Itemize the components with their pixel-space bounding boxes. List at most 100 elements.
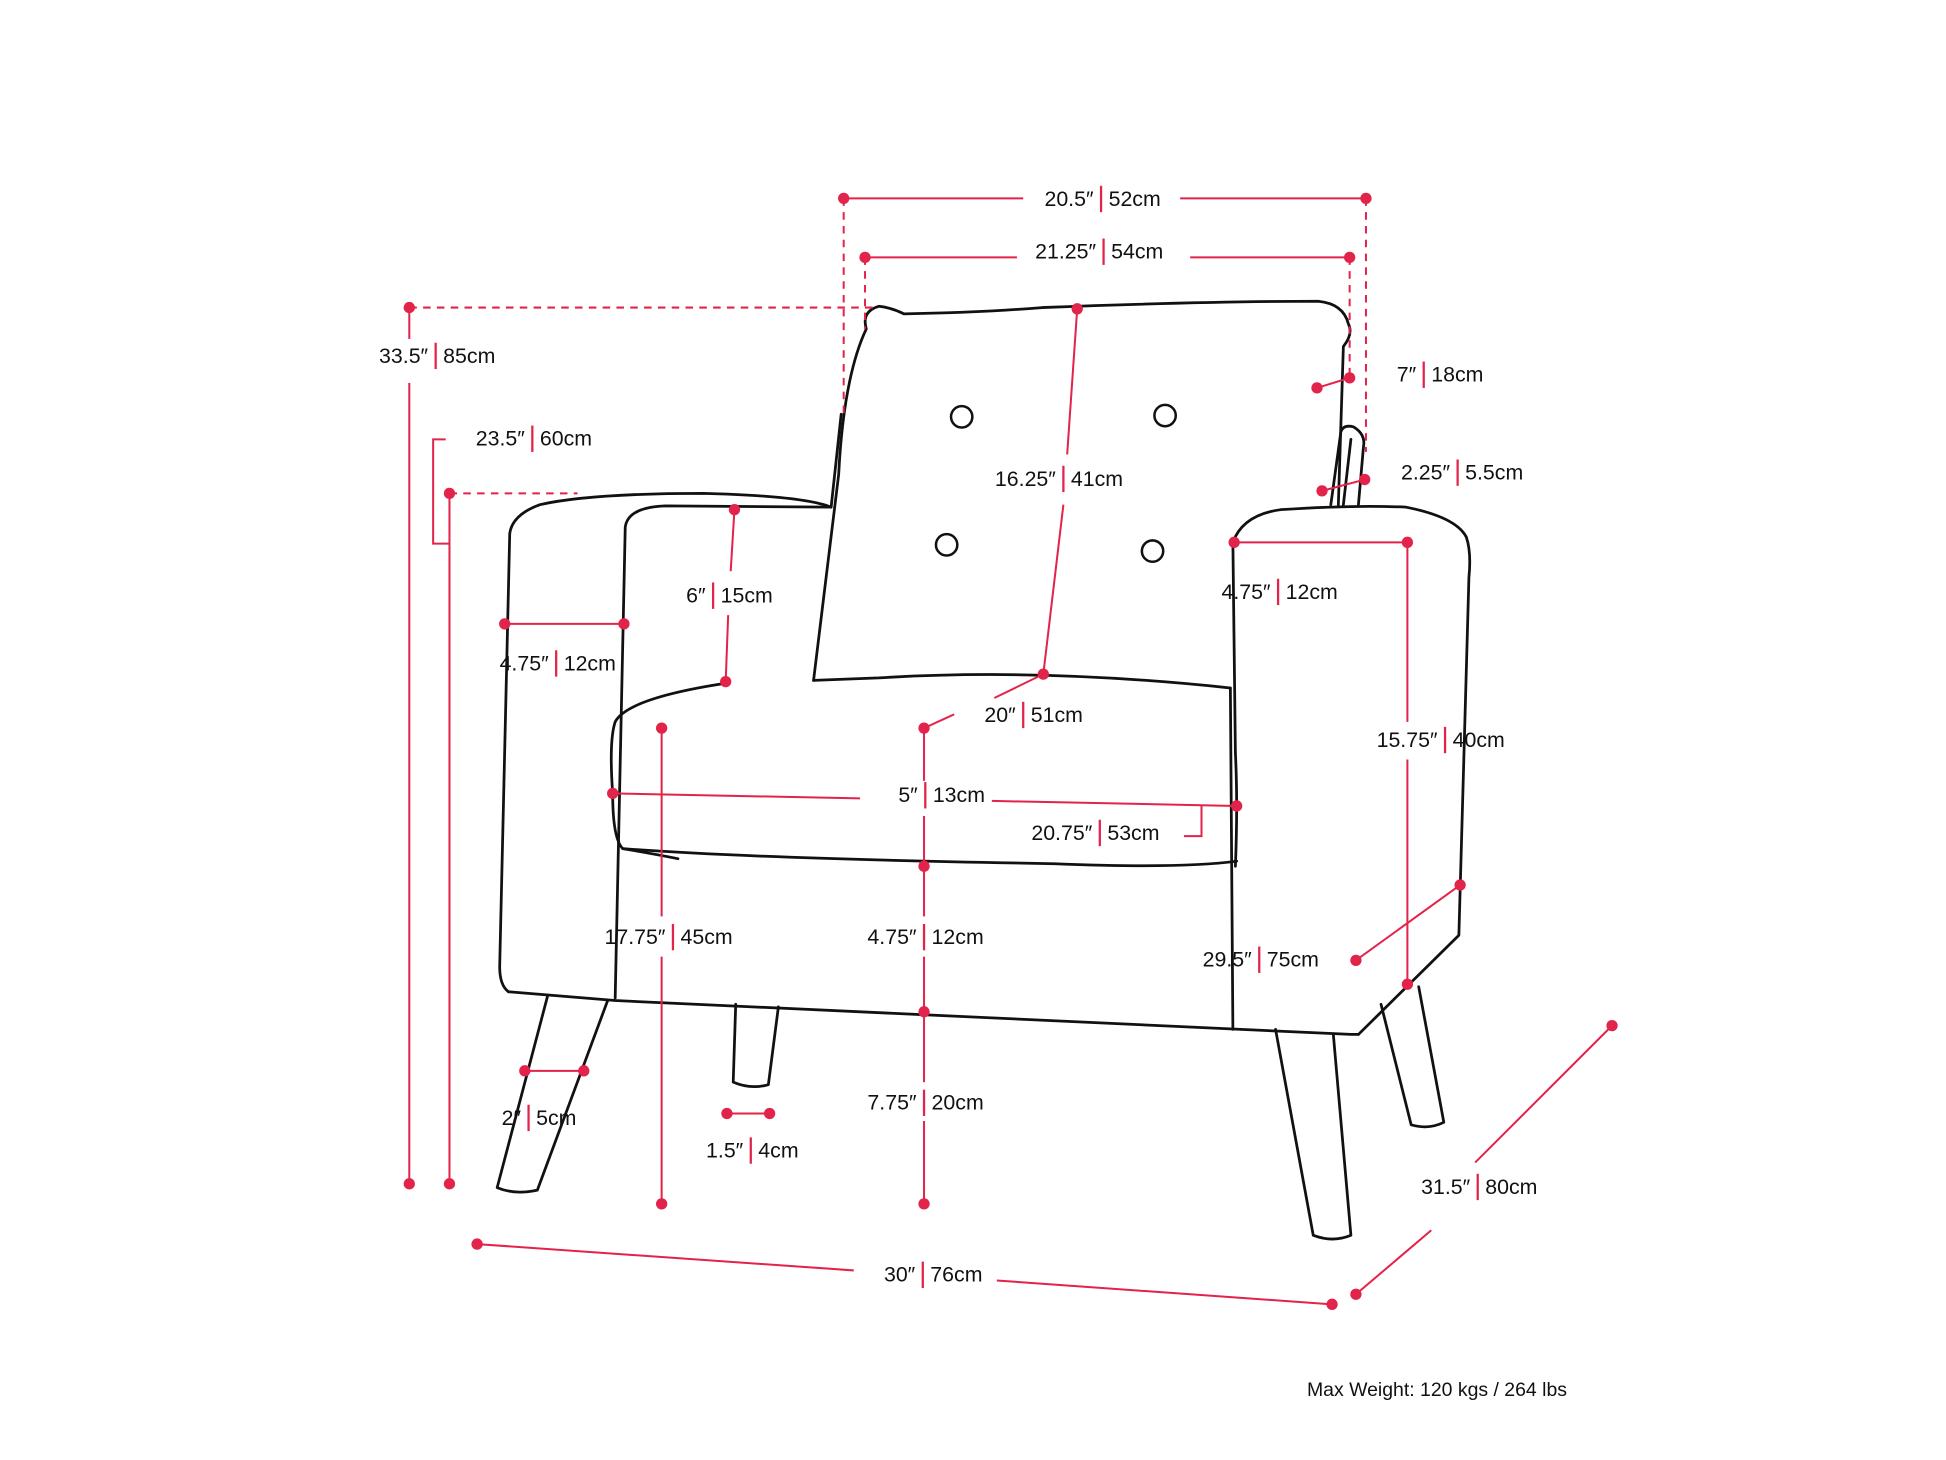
dim-endpoint [721,1107,733,1120]
dimension-centimeters: 4cm [758,1138,798,1162]
dimension-inches: 21.25″ [1035,240,1096,264]
dim-endpoint [655,1198,668,1210]
dim-endpoint [1343,372,1356,384]
dimension-centimeters: 12cm [564,651,616,675]
dim-line [612,792,861,800]
dimension-label-diagonal-depth: 31.5″ 80cm [1421,1173,1537,1201]
dim-endpoint [1231,800,1243,812]
dimension-label-seat-depth: 20″ 51cm [984,701,1083,729]
dimension-inches: 31.5″ [1421,1175,1471,1199]
dimension-label-right-arm-width: 4.75″12cm [1221,578,1338,606]
dimension-inches: 30″ [884,1263,916,1287]
dimension-inches: 15.75″ [1377,728,1438,752]
dimension-inches: 20.75″ [1031,821,1092,845]
seat-base-line [621,847,680,861]
dimension-centimeters: 52cm [1109,187,1161,211]
dim-line [991,799,1237,807]
tufted-button [949,404,974,429]
dimension-lines [403,192,1618,1310]
dimension-centimeters: 80cm [1485,1175,1537,1199]
tufted-button [1153,403,1178,428]
dim-endpoint [1350,1288,1362,1300]
dimension-inches: 4.75″ [500,651,550,675]
dim-endpoint [443,1178,456,1190]
dimension-label-seat-base-height: 4.75″12cm [867,923,984,951]
dimension-centimeters: 54cm [1111,240,1163,264]
dimension-inches: 20.5″ [1044,187,1094,211]
dim-line [1474,1024,1613,1164]
dim-endpoint [1228,536,1240,548]
dim-line [1355,1229,1432,1296]
dimension-label-backrest-thickness: 2.25″ 5.5cm [1401,459,1523,486]
dimension-inches: 20″ [984,703,1016,727]
dimension-centimeters: 13cm [933,783,985,807]
dimension-centimeters: 18cm [1431,363,1483,387]
dim-endpoint [607,787,619,800]
dim-endpoint [918,1198,930,1210]
dim-line [993,673,1044,699]
right-arm [1228,504,1472,1036]
tufted-button [934,532,959,557]
dimension-inches: 4.75″ [867,925,917,949]
armchair-drawing [495,299,1472,1241]
dim-endpoint [1360,192,1372,204]
dim-endpoint [1350,954,1362,967]
dim-endpoint [859,251,871,264]
dim-endpoint [618,618,630,630]
dimension-label-seat-width: 20.75″53cm [1031,819,1159,847]
dim-endpoint [443,487,456,500]
dimension-centimeters: 76cm [930,1263,982,1287]
front-right-leg [1274,1028,1353,1241]
dimension-centimeters: 60cm [540,427,592,451]
dim-line [1321,478,1365,492]
backrest-frame-left [829,412,843,509]
dimension-label-overall-width: 30″ 76cm [884,1261,982,1289]
dim-endpoint [918,1006,930,1018]
dim-endpoint [403,301,415,314]
dimension-centimeters: 51cm [1031,703,1083,727]
dimension-inches: 1.5″ [706,1138,744,1162]
dimension-label-arm-height: 23.5″ 60cm [476,425,592,452]
dim-bracket [432,438,450,545]
dimension-inches: 6″ [686,584,706,608]
dimension-inches: 2.25″ [1401,461,1451,485]
front-left-leg [495,995,610,1194]
dimension-label-leg-bottom-width: 1.5″ 4cm [706,1137,799,1164]
dimension-inches: 29.5″ [1203,948,1253,972]
dimension-label-cushion-width: 21.25″ 54cm [1035,238,1163,265]
rear-left-leg [731,1002,780,1089]
back-cushion [812,299,1352,682]
dim-bracket [1183,805,1203,838]
dimension-label-seat-height: 17.75″45cm [604,923,733,951]
dim-endpoint [728,504,741,516]
rear-right-leg [1379,985,1446,1129]
backrest-frame-right-inner [1341,438,1353,507]
max-weight-note: Max Weight: 120 kgs / 264 lbs [1307,1379,1567,1401]
dim-line [1316,376,1350,389]
dimension-inches: 33.5″ [379,344,429,368]
chair-base [507,990,1360,1036]
dimension-inches: 5″ [898,783,918,807]
dim-line [729,509,736,572]
dim-endpoint [499,618,511,630]
dimension-inches: 17.75″ [604,925,665,949]
dim-endpoint [519,1065,531,1077]
dim-line [996,1279,1333,1306]
dimension-centimeters: 75cm [1267,948,1319,972]
dimension-inches: 7″ [1397,363,1417,387]
dim-endpoint [918,860,930,872]
dimension-label-left-arm-width: 4.75″ 12cm [500,650,616,677]
dimension-centimeters: 15cm [721,584,773,608]
dimension-centimeters: 5.5cm [1465,461,1523,485]
dimension-centimeters: 41cm [1071,467,1123,491]
dim-endpoint [1326,1298,1338,1310]
dim-endpoint [578,1065,590,1077]
dimension-label-overall-height: 33.5″85cm [379,342,495,370]
dimension-inches: 23.5″ [476,427,526,451]
dimension-label-arm-depth: 15.75″40cm [1377,726,1505,754]
dim-line [1066,308,1079,455]
dim-endpoint [1401,978,1414,990]
dim-endpoint [1316,485,1328,497]
dimension-inches: 16.25″ [995,467,1056,491]
